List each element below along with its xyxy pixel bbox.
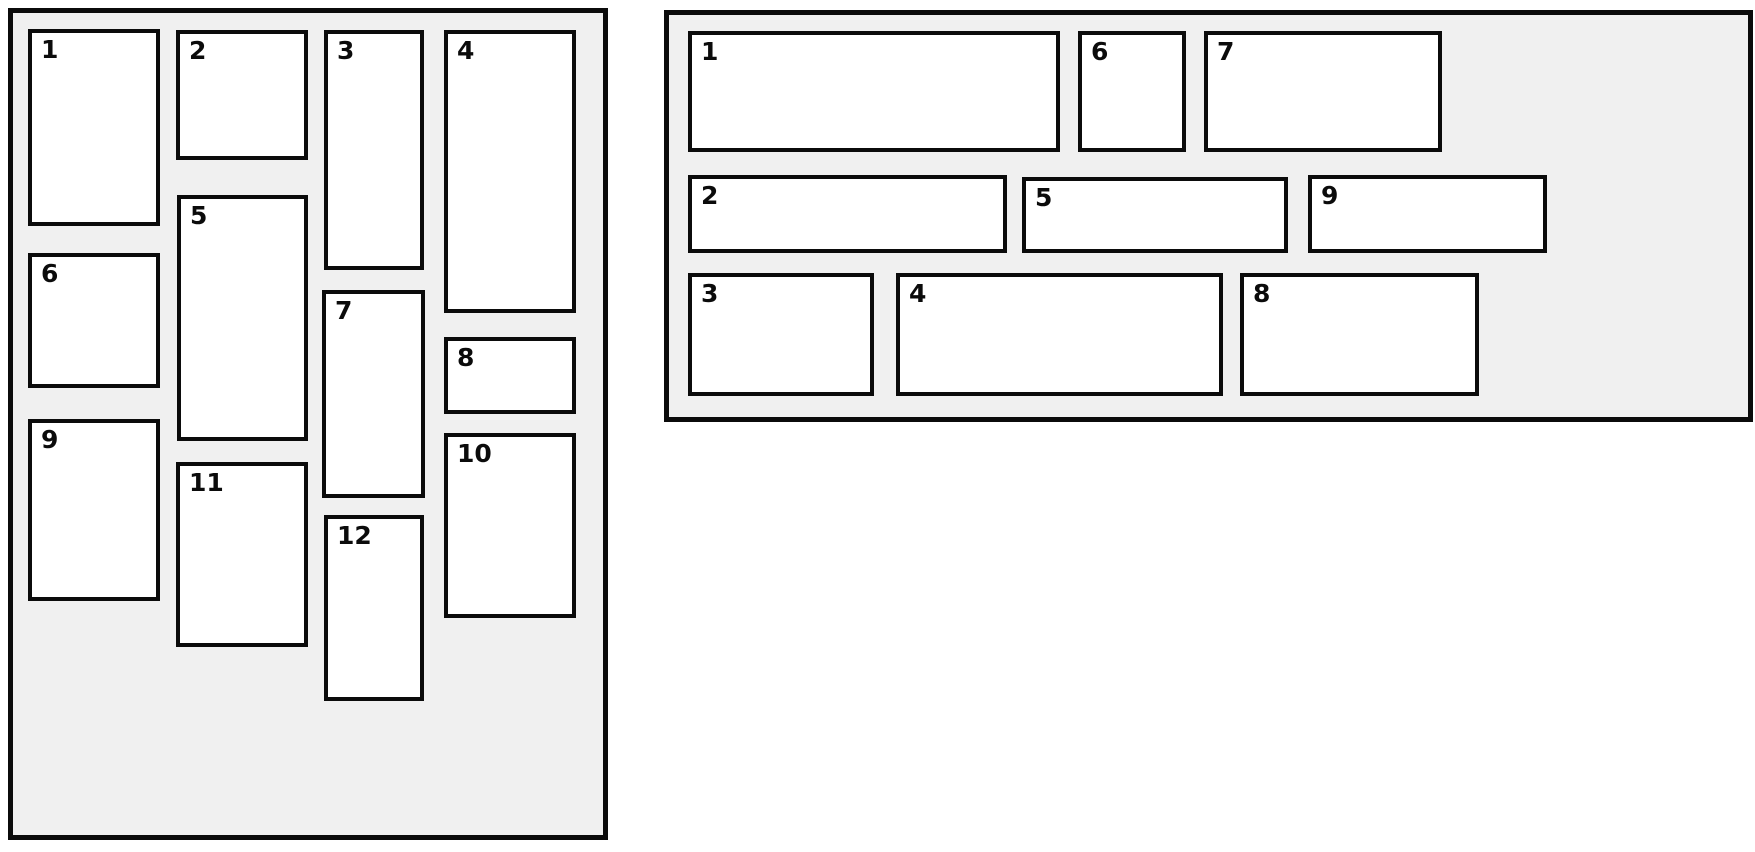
region-label: 5 bbox=[1035, 183, 1053, 212]
region-box[interactable]: 7 bbox=[1204, 31, 1442, 152]
region-box[interactable]: 9 bbox=[1308, 175, 1547, 253]
region-box[interactable]: 9 bbox=[28, 419, 160, 601]
region-label: 2 bbox=[701, 181, 719, 210]
region-label: 1 bbox=[41, 35, 59, 64]
region-box[interactable]: 7 bbox=[322, 290, 425, 498]
region-label: 10 bbox=[457, 439, 492, 468]
region-label: 8 bbox=[457, 343, 475, 372]
region-box[interactable]: 8 bbox=[1240, 273, 1479, 396]
region-box[interactable]: 5 bbox=[177, 195, 308, 441]
region-label: 11 bbox=[189, 468, 224, 497]
region-label: 9 bbox=[1321, 181, 1339, 210]
region-box[interactable]: 2 bbox=[176, 30, 308, 160]
region-box[interactable]: 10 bbox=[444, 433, 576, 618]
region-label: 9 bbox=[41, 425, 59, 454]
region-box[interactable]: 6 bbox=[28, 253, 160, 388]
region-box[interactable]: 2 bbox=[688, 175, 1007, 253]
region-box[interactable]: 11 bbox=[176, 462, 308, 647]
region-label: 7 bbox=[335, 296, 353, 325]
region-label: 4 bbox=[457, 36, 475, 65]
region-label: 3 bbox=[701, 279, 719, 308]
region-label: 7 bbox=[1217, 37, 1235, 66]
region-label: 8 bbox=[1253, 279, 1271, 308]
region-box[interactable]: 8 bbox=[444, 337, 576, 414]
region-label: 4 bbox=[909, 279, 927, 308]
region-label: 6 bbox=[1091, 37, 1109, 66]
region-box[interactable]: 4 bbox=[444, 30, 576, 313]
right-panel: 1 6 7 2 5 9 3 4 8 bbox=[664, 10, 1753, 422]
region-label: 6 bbox=[41, 259, 59, 288]
region-label: 1 bbox=[701, 37, 719, 66]
region-label: 3 bbox=[337, 36, 355, 65]
region-label: 12 bbox=[337, 521, 372, 550]
region-box[interactable]: 12 bbox=[324, 515, 424, 701]
region-label: 2 bbox=[189, 36, 207, 65]
region-box[interactable]: 4 bbox=[896, 273, 1223, 396]
region-box[interactable]: 3 bbox=[324, 30, 424, 270]
region-box[interactable]: 1 bbox=[688, 31, 1060, 152]
region-box[interactable]: 6 bbox=[1078, 31, 1186, 152]
region-label: 5 bbox=[190, 201, 208, 230]
region-box[interactable]: 5 bbox=[1022, 177, 1288, 253]
region-box[interactable]: 1 bbox=[28, 29, 160, 226]
region-box[interactable]: 3 bbox=[688, 273, 874, 396]
